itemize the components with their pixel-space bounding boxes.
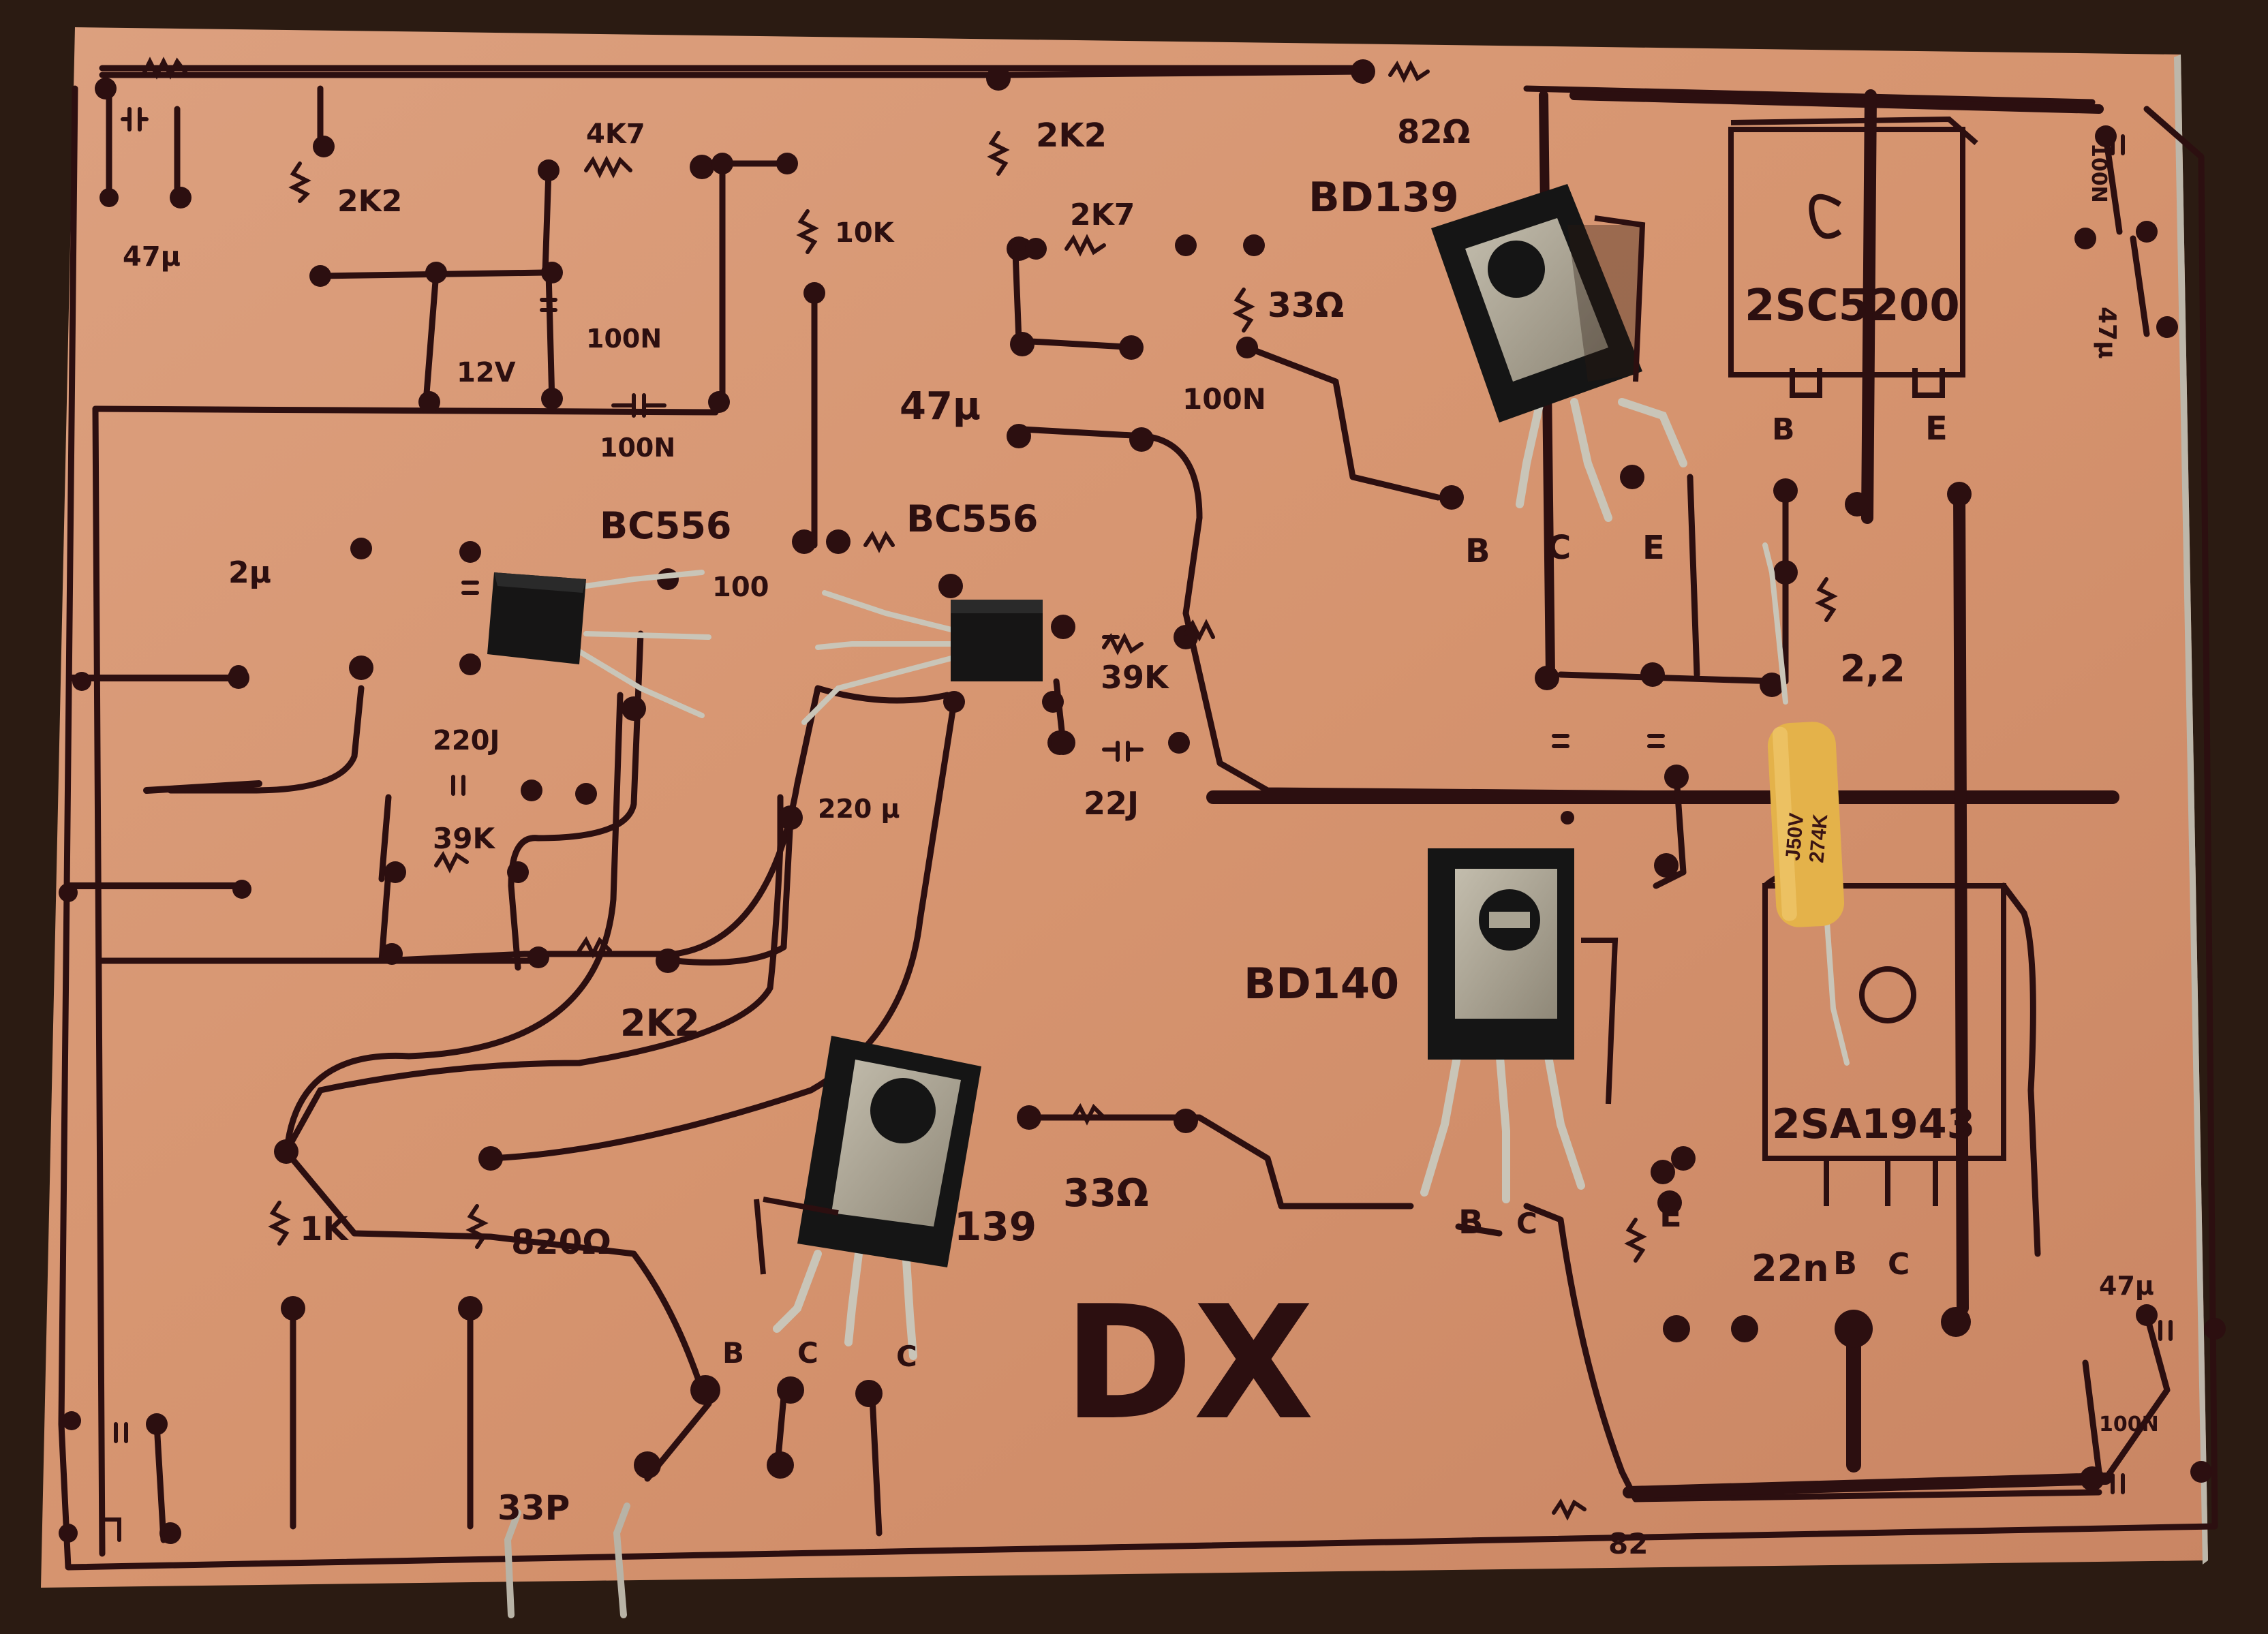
label-100n-d: 100N bbox=[2087, 143, 2111, 203]
bc556-left bbox=[487, 570, 711, 718]
power-top-pin-b: B bbox=[1772, 412, 1795, 447]
label-33r-a: 33Ω bbox=[1268, 286, 1344, 325]
yellow-cap-line2: 274K bbox=[1805, 813, 1832, 864]
label-39k-b: 39K bbox=[1101, 659, 1170, 696]
label-33p: 33P bbox=[497, 1488, 570, 1528]
label-100n-e: 100N bbox=[2099, 1413, 2159, 1436]
bd140 bbox=[1420, 848, 1585, 1203]
label-100n-c: 100N bbox=[1182, 382, 1266, 416]
label-100n-a: 100N bbox=[586, 324, 662, 354]
bd139-bottom-pin-c: C bbox=[797, 1336, 818, 1370]
label-220u: 220 μ bbox=[818, 794, 900, 824]
board-edge bbox=[2174, 55, 2208, 1564]
label-10k: 10K bbox=[835, 217, 895, 249]
ink-labels: 2K2 4K7 47μ 12V 100N 100N 10K 2K2 2K7 47… bbox=[123, 113, 2159, 1560]
yellow-capacitor bbox=[1762, 542, 1850, 1066]
label-82r-a: 82Ω bbox=[1397, 113, 1471, 151]
power-outlines bbox=[754, 116, 2006, 1275]
label-82z: 82 bbox=[1608, 1527, 1648, 1560]
label-2k2-a: 2K2 bbox=[337, 184, 402, 219]
yellow-cap-markings: J50V 274K bbox=[1781, 812, 1832, 864]
label-47u-c: 47μ bbox=[2093, 307, 2121, 359]
label-22j: 22J bbox=[1084, 785, 1139, 822]
bd139-top-pin-e: E bbox=[1642, 529, 1665, 567]
label-bc556-a: BC556 bbox=[600, 504, 732, 547]
bd139-bottom-pin-c2: C bbox=[896, 1340, 917, 1373]
power-top-marking: 2SC5200 bbox=[1745, 281, 1960, 331]
pin-letters: B C E B C E B C C B E B C bbox=[722, 410, 1948, 1373]
label-820r: 820Ω bbox=[511, 1222, 611, 1262]
bd139-bottom-pin-b: B bbox=[722, 1336, 744, 1370]
wire-legs bbox=[504, 1502, 630, 1618]
bd140-pin-c: C bbox=[1516, 1207, 1537, 1240]
power-bottom-pin-c: C bbox=[1888, 1247, 1910, 1282]
label-1k: 1K bbox=[300, 1210, 349, 1248]
power-bottom-pin-b: B bbox=[1833, 1245, 1857, 1282]
label-47u-d: 47μ bbox=[2099, 1271, 2154, 1301]
label-39k-a: 39K bbox=[433, 822, 495, 855]
bc556-right bbox=[801, 590, 1043, 725]
label-100: 100 bbox=[712, 572, 769, 603]
label-2k2-c: 2K2 bbox=[620, 1002, 700, 1045]
bd140-pin-e: E bbox=[1659, 1197, 1682, 1235]
power-bottom-marking: 2SA1943 bbox=[1772, 1100, 1975, 1148]
board-big-label: DX bbox=[1063, 1273, 1314, 1455]
yellow-cap-line1: J50V bbox=[1781, 812, 1808, 862]
label-220j: 220J bbox=[433, 725, 500, 756]
component-symbols bbox=[65, 57, 2173, 1542]
ink-traces bbox=[58, 65, 2218, 1571]
solder-pads bbox=[59, 59, 2226, 1544]
label-2r2: 2,2 bbox=[1840, 647, 1905, 690]
label-47u-b: 47μ bbox=[900, 384, 981, 429]
label-33r-b: 33Ω bbox=[1063, 1171, 1149, 1216]
label-2k2-b: 2K2 bbox=[1036, 117, 1107, 155]
bd139-top bbox=[1431, 184, 1687, 522]
label-bd140: BD140 bbox=[1244, 959, 1399, 1008]
bd139-bottom bbox=[773, 1036, 981, 1360]
power-top-pin-e: E bbox=[1925, 410, 1948, 448]
label-22n: 22n bbox=[1751, 1247, 1829, 1290]
label-100n-b: 100N bbox=[600, 433, 675, 463]
bd139-top-pin-c: C bbox=[1547, 529, 1571, 567]
label-2k7: 2K7 bbox=[1070, 198, 1135, 232]
label-12v: 12V bbox=[457, 357, 516, 388]
label-2u: 2μ bbox=[228, 555, 271, 590]
label-4k7-a: 4K7 bbox=[586, 119, 645, 150]
label-139: 139 bbox=[954, 1203, 1037, 1250]
label-bc556-b: BC556 bbox=[906, 497, 1039, 540]
label-bd139-a: BD139 bbox=[1308, 174, 1459, 221]
bd139-top-pin-b: B bbox=[1465, 532, 1490, 570]
bd140-pin-b: B bbox=[1458, 1203, 1484, 1242]
label-47u-a: 47μ bbox=[123, 241, 181, 273]
